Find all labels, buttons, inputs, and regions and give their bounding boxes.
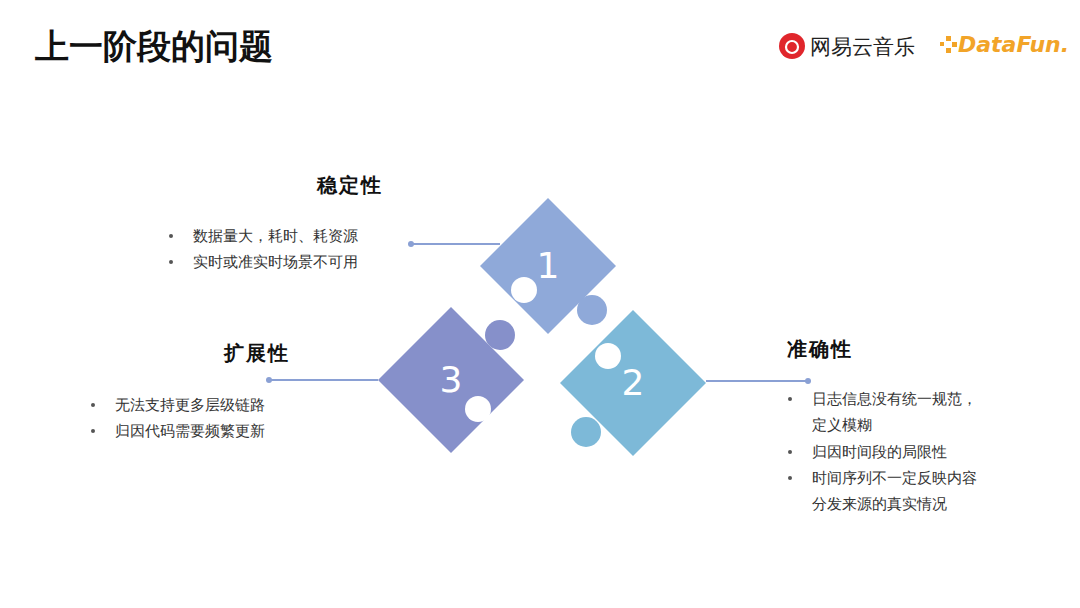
puzzle-piece: 1 (480, 198, 616, 334)
leader-line (706, 380, 808, 382)
bullet-dot (91, 403, 95, 407)
bullet-dot (788, 450, 792, 454)
bullet-dot (91, 429, 95, 433)
bullet-text: 日志信息没有统一规范，定义模糊 (812, 386, 984, 438)
bullet-dot (788, 476, 792, 480)
leader-line (411, 243, 500, 245)
datafun-logo-icon (940, 36, 957, 53)
netease-logo-icon (779, 33, 805, 59)
section-heading: 稳定性 (317, 172, 383, 199)
bullet-text: 实时或准实时场景不可用 (193, 249, 358, 275)
section-heading: 准确性 (787, 336, 853, 363)
bullet-text: 无法支持更多层级链路 (115, 392, 265, 418)
bullet-text: 数据量大，耗时、耗资源 (193, 223, 358, 249)
leader-dot (266, 377, 272, 383)
piece-number: 3 (440, 362, 463, 398)
logo-text: DataFun. (958, 32, 1069, 57)
bullet-dot (788, 397, 792, 401)
bullet-dot (169, 234, 173, 238)
leader-dot (805, 378, 811, 384)
puzzle-piece: 2 (560, 310, 706, 456)
puzzle-piece: 3 (378, 307, 524, 453)
bullet-dot (169, 260, 173, 264)
logo-text: 网易云音乐 (810, 33, 915, 61)
section-heading: 扩展性 (224, 340, 290, 367)
piece-number: 1 (537, 248, 560, 284)
piece-number: 2 (622, 365, 645, 401)
bullet-text: 归因代码需要频繁更新 (115, 418, 265, 444)
leader-line (269, 379, 378, 381)
leader-dot (408, 241, 414, 247)
slide-title: 上一阶段的问题 (35, 24, 273, 70)
bullet-text: 归因时间段的局限性 (812, 439, 947, 465)
bullet-text: 时间序列不一定反映内容分发来源的真实情况 (812, 465, 984, 517)
